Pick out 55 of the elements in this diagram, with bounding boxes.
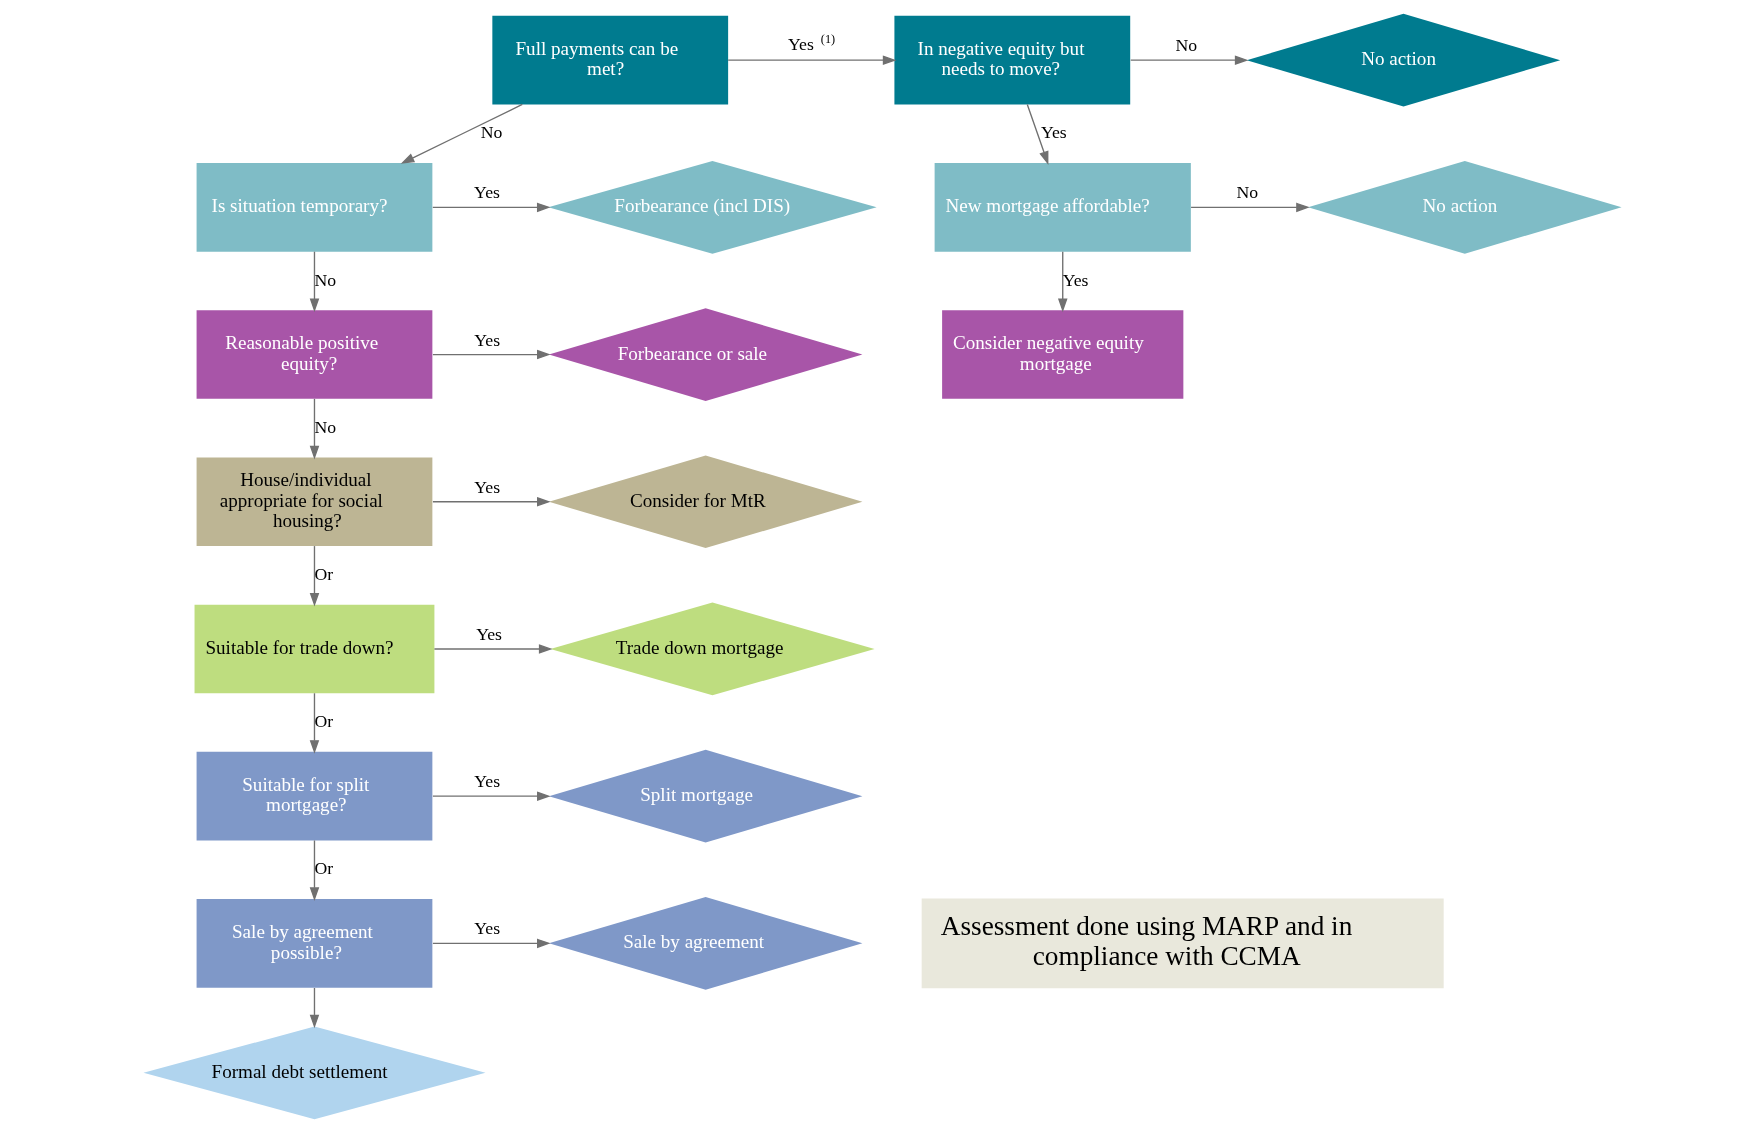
arrow xyxy=(431,791,551,801)
node-box: New mortgage affordable? xyxy=(934,163,1191,252)
arrow xyxy=(1026,103,1048,165)
edge-label: No xyxy=(480,122,502,143)
arrow xyxy=(309,987,319,1029)
edge-label: Yes xyxy=(1062,269,1088,290)
node-diamond: No action xyxy=(1307,161,1622,254)
node-diamond: Consider for MtR xyxy=(548,455,862,549)
node-box: Suitable for split mortgage? xyxy=(196,751,432,841)
edge-label: Yes xyxy=(473,329,500,350)
node-diamond: Sale by agreement xyxy=(548,897,862,990)
edge-label: Yes xyxy=(473,918,500,939)
node-box: Suitable for trade down? xyxy=(194,604,434,694)
node-box: Assessment done using MARP and in compliance with CCMA xyxy=(921,898,1444,989)
edge-label: Yes$^{(1)}$ xyxy=(787,31,835,54)
arrow xyxy=(1129,55,1248,65)
edge-label: Or xyxy=(313,563,333,584)
node-diamond: Formal debt settlement xyxy=(143,1026,485,1120)
arrow xyxy=(431,202,551,213)
arrow xyxy=(400,103,523,164)
node-diamond: Forbearance (incl DIS) xyxy=(547,161,877,254)
node-diamond: No action xyxy=(1246,13,1560,107)
arrow xyxy=(309,545,319,607)
node-box: Sale by agreement possible? xyxy=(196,899,432,988)
edge-label: No xyxy=(1175,35,1197,56)
arrow xyxy=(431,349,551,360)
edge-label: No xyxy=(1236,182,1258,203)
arrow xyxy=(309,839,319,901)
edge-label: Yes xyxy=(473,771,500,792)
edge-label: Or xyxy=(313,711,333,732)
node-diamond: Forbearance or sale xyxy=(548,308,862,401)
node-box: In negative equity but needs to move? xyxy=(893,15,1130,105)
node-box: House/individual appropriate for social housing? xyxy=(196,457,432,547)
node-diamond: Trade down mortgage xyxy=(549,602,875,696)
arrow xyxy=(431,497,551,507)
node-diamond: Split mortgage xyxy=(548,749,862,843)
edge-label: Or xyxy=(313,858,333,879)
arrow xyxy=(1189,202,1310,213)
arrow xyxy=(309,398,319,460)
arrow xyxy=(431,938,551,949)
node-box: Full payments can be met? xyxy=(491,15,728,105)
arrow xyxy=(309,251,319,313)
edge-label: Yes xyxy=(473,476,500,497)
arrow xyxy=(727,55,896,65)
edge-label: Yes xyxy=(475,623,502,644)
node-box: Reasonable positive equity? xyxy=(196,310,432,399)
edge-label: No xyxy=(313,416,336,437)
edge-label: No xyxy=(313,269,336,290)
arrow xyxy=(433,644,553,654)
edge-label: Yes xyxy=(473,182,500,203)
arrow xyxy=(1057,251,1067,313)
node-box: Is situation temporary? xyxy=(196,163,432,252)
node-box: Consider negative equity mortgage xyxy=(941,310,1183,399)
arrow xyxy=(309,692,319,754)
edge-label: Yes xyxy=(1040,122,1067,143)
